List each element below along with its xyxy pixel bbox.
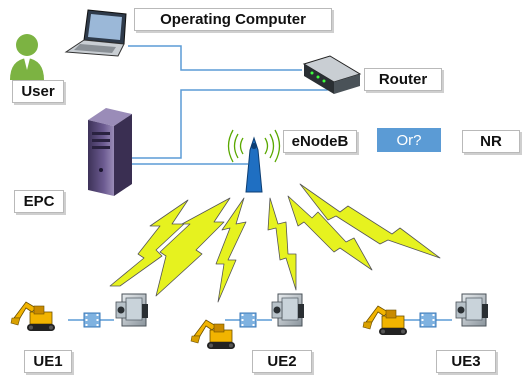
epc-label: EPC: [14, 190, 64, 213]
film-icon: [239, 312, 257, 328]
enodeb-label: eNodeB: [283, 130, 357, 153]
film-icon: [83, 312, 101, 328]
router-icon: [302, 55, 362, 94]
or-box: Or?: [377, 128, 441, 152]
ue3-label: UE3: [436, 350, 496, 373]
excavator-icon: [10, 301, 56, 332]
router-label: Router: [364, 68, 442, 91]
excavator-icon: [362, 305, 408, 336]
camera-icon: [455, 293, 489, 327]
camera-icon: [271, 293, 305, 327]
camera-icon: [115, 293, 149, 327]
server-icon: [88, 108, 132, 196]
ue1-label: UE1: [24, 350, 72, 373]
antenna-icon: [227, 129, 281, 193]
nr-label: NR: [462, 130, 520, 153]
wire-laptop-router: [128, 45, 302, 71]
user-icon: [10, 34, 44, 80]
excavator-icon: [190, 319, 236, 350]
operating-computer-label: Operating Computer: [134, 8, 332, 31]
ue2-label: UE2: [252, 350, 312, 373]
laptop-icon: [64, 9, 127, 57]
user-label: User: [12, 80, 64, 103]
film-icon: [419, 312, 437, 328]
lightning-icon: [109, 183, 441, 303]
